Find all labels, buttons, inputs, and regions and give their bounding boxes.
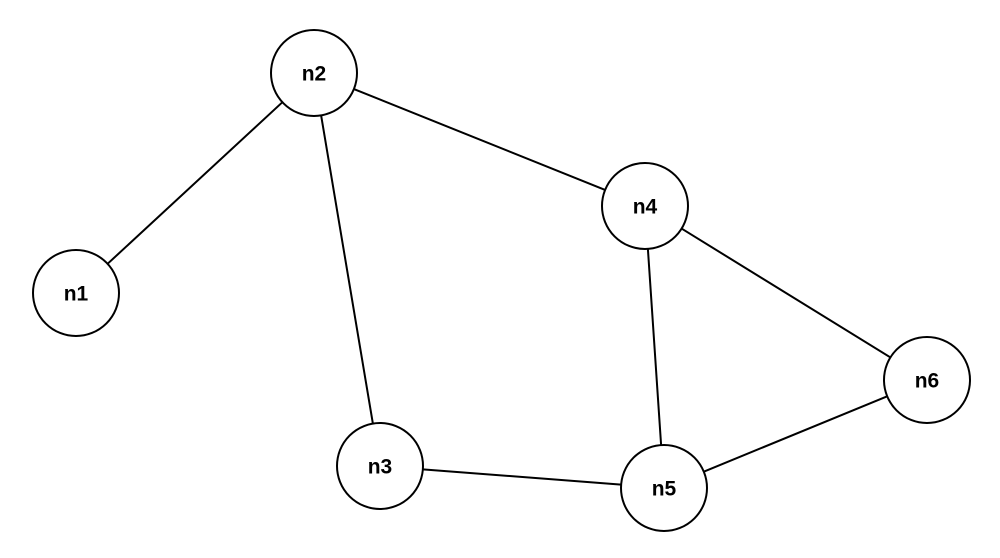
graph-node-n1[interactable]: n1 <box>32 249 120 337</box>
graph-node-n6[interactable]: n6 <box>883 336 971 424</box>
graph-node-n5[interactable]: n5 <box>620 444 708 532</box>
node-layer: n1 n2 n3 n4 n5 n6 <box>32 29 971 532</box>
graph-node-circle-n5[interactable] <box>620 444 708 532</box>
graph-node-circle-n3[interactable] <box>336 422 424 510</box>
graph-edge-n2-n3[interactable] <box>320 114 374 425</box>
graph-node-circle-n6[interactable] <box>883 336 971 424</box>
graph-edge-n2-n4[interactable] <box>352 88 607 191</box>
graph-node-circle-n4[interactable] <box>601 162 689 250</box>
graph-node-n3[interactable]: n3 <box>336 422 424 510</box>
graph-edge-n1-n2[interactable] <box>106 101 284 265</box>
graph-node-n4[interactable]: n4 <box>601 162 689 250</box>
edge-layer <box>106 88 892 486</box>
graph-node-circle-n1[interactable] <box>32 249 120 337</box>
graph-edge-n4-n6[interactable] <box>680 227 892 359</box>
graph-edge-n3-n5[interactable] <box>421 468 623 486</box>
graph-node-circle-n2[interactable] <box>270 29 358 117</box>
graph-edge-n4-n5[interactable] <box>646 247 663 447</box>
graph-edge-n5-n6[interactable] <box>702 395 889 473</box>
graph-node-n2[interactable]: n2 <box>270 29 358 117</box>
